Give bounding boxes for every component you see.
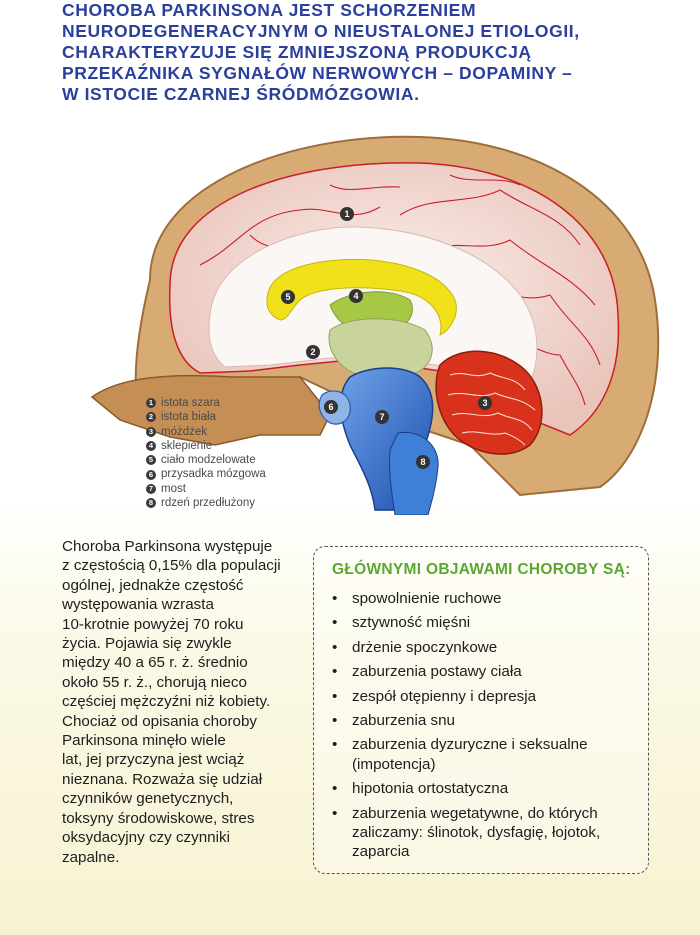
symptom-line: hipotonia ortostatyczna [352, 780, 509, 798]
legend-number: 8 [146, 498, 156, 509]
symptom-line: zaparcia [352, 843, 410, 861]
symptoms-list: spowolnienie ruchowe sztywność mięśni dr… [328, 589, 638, 867]
marker-4 [349, 289, 363, 303]
medulla [388, 431, 439, 515]
body-line: Choroba Parkinsona występuje [62, 538, 273, 555]
marker-1-label: 1 [344, 209, 349, 219]
symptom-line: spowolnienie ruchowe [352, 590, 502, 607]
marker-6-label: 6 [328, 402, 333, 412]
symptoms-title: GŁÓWNYMI OBJAWAMI CHOROBY SĄ: [332, 561, 631, 578]
legend-item: 6 przysadka mózgowa [146, 467, 316, 481]
legend-number: 2 [146, 412, 156, 423]
symptom-item: zespół otępienny i depresja [328, 687, 638, 707]
title-line: CHARAKTERYZUJE SIĘ ZMNIEJSZONĄ PRODUKCJĄ [62, 42, 532, 62]
legend-label: ciało modzelowate [161, 454, 256, 467]
symptom-item: zaburzenia wegetatywne, do których zalicz… [328, 804, 638, 862]
legend-item: 5 ciało modzelowate [146, 453, 316, 467]
symptom-line: zaburzenia wegetatywne, do których [352, 804, 598, 822]
symptom-line: drżenie spoczynkowe [352, 638, 498, 656]
cerebellum-folia [447, 372, 536, 446]
legend-item: 1 istota szara [146, 396, 316, 410]
legend-number: 1 [146, 398, 156, 409]
body-line: lat, jej przyczyna jest wciąż [62, 751, 245, 769]
legend-label: móżdżek [161, 425, 208, 438]
legend-item: 7 most [146, 482, 316, 496]
legend-label: istota szara [161, 397, 220, 409]
title-line: CHOROBA PARKINSONA JEST SCHORZENIEM [62, 0, 477, 20]
symptom-line: (impotencja) [352, 755, 436, 773]
title-line: NEURODEGENERACYJNYM O NIEUSTALONEJ ETIOL… [62, 21, 580, 41]
symptom-item: sztywność mięśni [328, 613, 638, 633]
symptom-line: zaburzenia dyzuryczne i seksualne [352, 736, 588, 754]
body-line: oksydacyjny czy czynniki [62, 829, 230, 847]
legend-label: most [161, 482, 186, 495]
body-line: toksyny środowiskowe, stres [62, 809, 255, 827]
symptom-item: hipotonia ortostatyczna [328, 779, 638, 799]
legend-item: 2 istota biała [146, 410, 316, 424]
body-line: między 40 a 65 r. ż. średnio [62, 654, 248, 672]
body-line: życia. Pojawia się zwykle [62, 635, 232, 653]
title-line: PRZEKAŹNIKA SYGNAŁÓW NERWOWYCH – DOPAMIN… [62, 63, 573, 83]
symptom-line: sztywność mięśni [352, 614, 471, 632]
symptom-line: zaburzenia snu [352, 712, 456, 730]
legend-number: 6 [146, 469, 156, 480]
symptom-item: zaburzenia snu [328, 711, 638, 731]
marker-7-label: 7 [379, 412, 384, 422]
body-line: ogólnej, jednakże częstość [62, 576, 244, 594]
marker-8-label: 8 [420, 457, 425, 467]
body-line: około 55 r. ż., chorują nieco [62, 673, 247, 691]
title-line: W ISTOCIE CZARNEJ ŚRÓDMÓZGOWIA. [62, 84, 420, 104]
legend-label: przysadka mózgowa [161, 468, 266, 481]
brain-illustration: 1 2 3 4 5 6 7 8 [90, 135, 660, 515]
symptom-item: drżenie spoczynkowe [328, 638, 638, 658]
body-line: nieznana. Rozważa się udział [62, 770, 263, 788]
legend-label: rdzeń przedłużony [161, 497, 255, 510]
thalamus [328, 318, 433, 376]
symptom-item: zaburzenia postawy ciała [328, 662, 638, 682]
legend-number: 3 [146, 426, 156, 437]
legend-label: istota biała [161, 411, 216, 424]
marker-1 [340, 207, 354, 221]
legend-number: 5 [146, 455, 156, 466]
page-title: CHOROBA PARKINSONA JEST SCHORZENIEM NEUR… [62, 0, 682, 105]
symptom-item: spowolnienie ruchowe [328, 589, 638, 609]
body-line: Parkinsona minęło wiele [62, 732, 226, 750]
symptom-item: zaburzenia dyzuryczne i seksualne(impote… [328, 735, 638, 774]
body-line: występowania wzrasta [62, 596, 214, 614]
marker-3-label: 3 [482, 398, 487, 408]
body-line: zapalne. [62, 848, 120, 866]
symptom-line: zaliczamy: ślinotok, dysfagię, łojotok, [352, 824, 601, 842]
symptom-line: zaburzenia postawy ciała [352, 663, 522, 681]
marker-2 [306, 345, 320, 359]
legend-number: 4 [146, 441, 156, 452]
marker-3 [478, 396, 492, 410]
legend-label: sklepienie [161, 439, 213, 452]
marker-4-label: 4 [353, 291, 358, 301]
marker-6 [324, 400, 338, 414]
legend-item: 3 móżdżek [146, 425, 316, 439]
body-line: czynników genetycznych, [62, 790, 234, 808]
figure-legend: 1 istota szara 2 istota biała 3 móżdżek 4 sk… [146, 396, 316, 510]
marker-5-label: 5 [285, 292, 290, 302]
marker-7 [375, 410, 389, 424]
body-line: częściej mężczyźni niż kobiety. [62, 693, 271, 711]
legend-number: 7 [146, 483, 156, 494]
body-line: Chociaż od opisania choroby [62, 712, 258, 730]
marker-2-label: 2 [310, 347, 315, 357]
corpus-callosum [266, 258, 457, 336]
symptom-line: zespół otępienny i depresja [352, 687, 537, 705]
marker-8 [416, 455, 430, 469]
symptoms-box: GŁÓWNYMI OBJAWAMI CHOROBY SĄ: spowolnien… [313, 546, 649, 874]
body-paragraph: Choroba Parkinsona występuje z częstości… [62, 537, 302, 867]
body-line: 10-krotnie powyżej 70 roku [62, 615, 244, 633]
marker-5 [281, 290, 295, 304]
legend-item: 8 rdzeń przedłużony [146, 496, 316, 510]
legend-item: 4 sklepienie [146, 439, 316, 453]
body-line: z częstością 0,15% dla populacji [62, 557, 281, 575]
